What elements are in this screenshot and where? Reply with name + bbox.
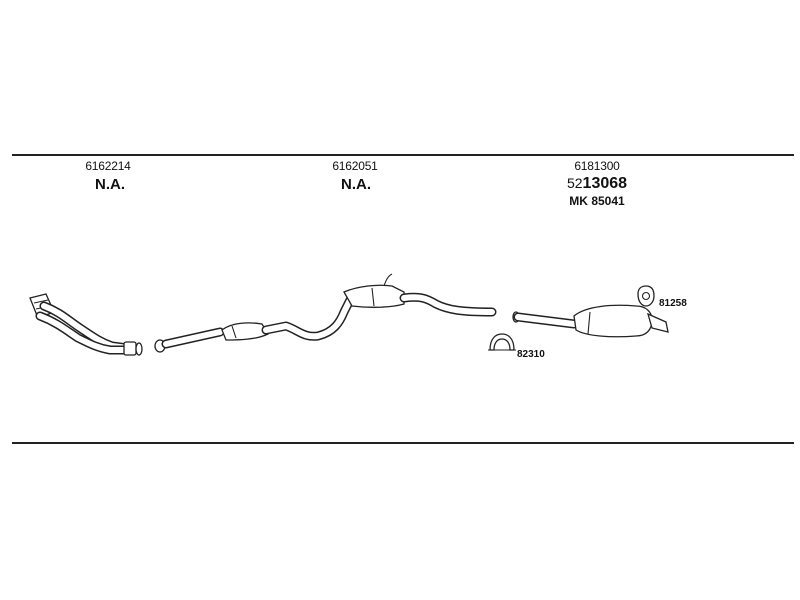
rear-muffler-part [512, 304, 669, 338]
part-number-rear-muffler: 6181300 [574, 159, 620, 173]
callout-clamp: 82310 [517, 349, 545, 360]
mk-label: MK [569, 194, 588, 208]
reference-main: 13068 [582, 175, 628, 192]
middle-section-part [154, 273, 497, 353]
reference-prefix: 52 [566, 175, 583, 191]
front-pipe-part [29, 293, 143, 356]
top-divider [12, 154, 794, 156]
part-number-front-pipe: 6162214 [85, 159, 131, 173]
status-middle-section: N.A. [341, 176, 371, 193]
clamp-part [488, 333, 516, 351]
part-number-middle-section: 6162051 [332, 159, 378, 173]
reference-number-rear-muffler: 5213068 [567, 176, 627, 192]
mk-number-rear-muffler: MK 85041 [569, 195, 624, 207]
status-front-pipe: N.A. [95, 176, 125, 193]
bottom-divider [12, 442, 794, 444]
callout-hanger: 81258 [659, 298, 687, 309]
mk-number: 85041 [591, 194, 625, 208]
hanger-part [637, 285, 655, 307]
